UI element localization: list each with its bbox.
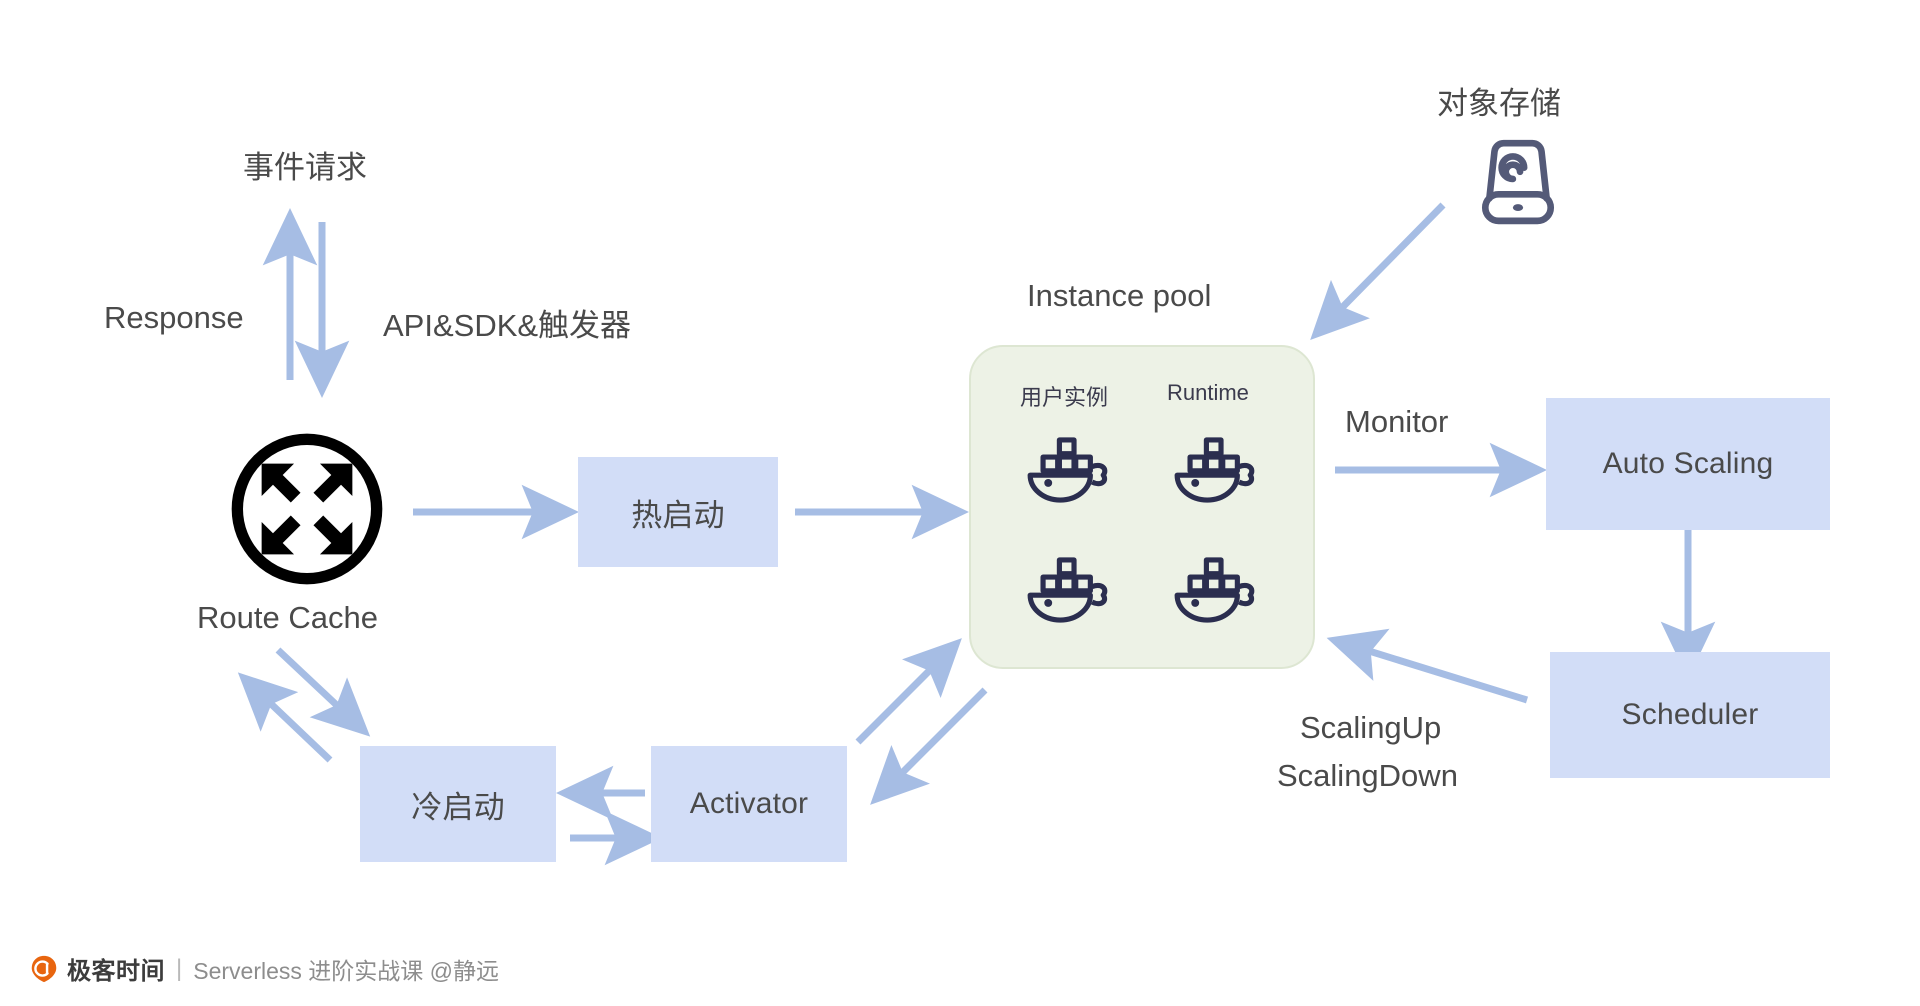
geekbang-logo-icon <box>30 955 58 983</box>
docker-whale-icon <box>1025 557 1111 623</box>
instance-pool-panel <box>969 345 1315 669</box>
instance-pool-title: Instance pool <box>1027 278 1212 313</box>
footer-course-name: Serverless 进阶实战课 @静远 <box>193 957 500 984</box>
footer-separator: | <box>176 954 183 982</box>
arrow-routecache-to-coldstart <box>275 647 371 737</box>
object-storage-icon <box>1466 135 1570 227</box>
label-route-cache: Route Cache <box>197 600 378 635</box>
hot-start-box[interactable]: 热启动 <box>578 457 778 567</box>
arrow-scheduler-to-pool <box>1326 628 1529 704</box>
footer-watermark: 极客时间 | Serverless 进阶实战课 @静远 <box>30 951 499 986</box>
label-monitor: Monitor <box>1345 404 1449 439</box>
docker-whale-icon <box>1172 557 1258 623</box>
label-scaling-up: ScalingUp <box>1300 710 1442 745</box>
label-api-sdk-trigger: API&SDK&触发器 <box>383 308 632 343</box>
scheduler-box[interactable]: Scheduler <box>1550 652 1830 778</box>
arrow-pool-to-activator <box>870 687 988 805</box>
arrow-activator-to-pool <box>855 638 962 745</box>
label-response: Response <box>104 300 244 335</box>
cold-start-box[interactable]: 冷启动 <box>360 746 556 862</box>
label-event-request: 事件请求 <box>243 150 367 185</box>
arrow-coldstart-to-routecache <box>237 672 333 763</box>
docker-whale-icon <box>1025 437 1111 503</box>
label-object-storage: 对象存储 <box>1437 86 1561 121</box>
arrow-storage-to-pool <box>1310 202 1446 340</box>
auto-scaling-box[interactable]: Auto Scaling <box>1546 398 1830 530</box>
docker-whale-icon <box>1172 437 1258 503</box>
label-scaling-down: ScalingDown <box>1277 758 1458 793</box>
activator-box[interactable]: Activator <box>651 746 847 862</box>
label-runtime: Runtime <box>1167 380 1249 405</box>
label-user-instance: 用户实例 <box>1020 385 1109 410</box>
route-spread-icon <box>226 428 388 590</box>
footer-brand: 极客时间 <box>67 958 165 985</box>
